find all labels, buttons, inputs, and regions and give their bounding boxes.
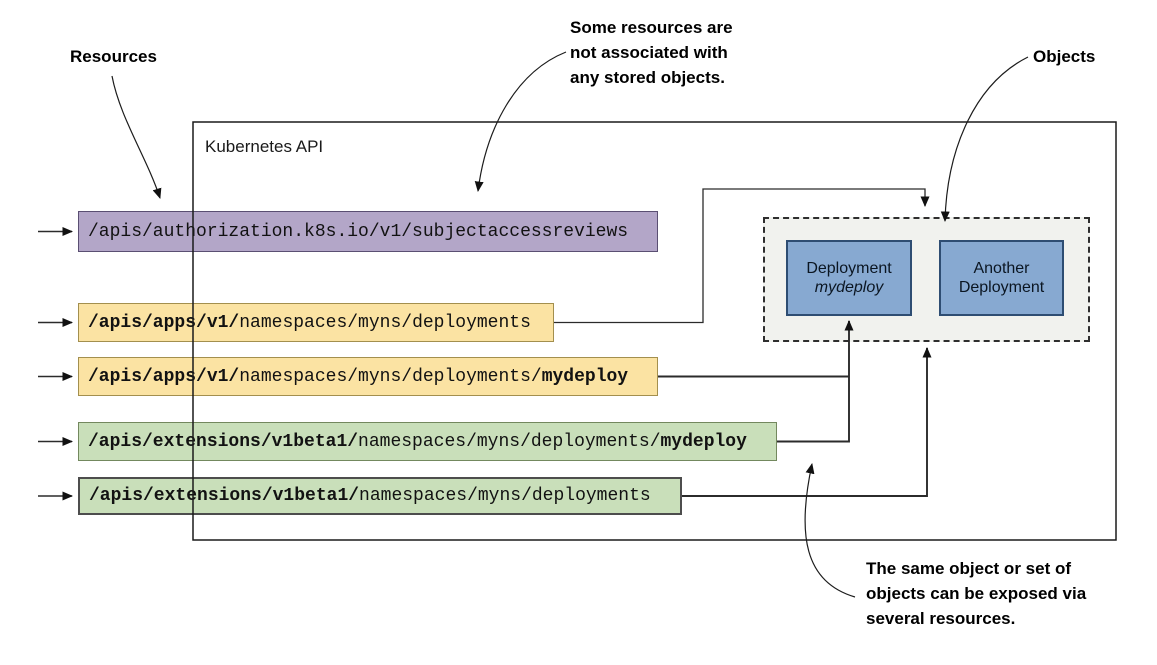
resources-label: Resources <box>70 47 157 66</box>
objects-label: Objects <box>1033 47 1096 66</box>
resource-path-segment: mydeploy <box>660 431 747 452</box>
resource-path-segment: mydeploy <box>541 366 629 387</box>
kubernetes-api-box-label: Kubernetes API <box>205 137 324 156</box>
shared-objects-note-arrow <box>804 463 856 598</box>
resource-path-segment: /apis/apps/v1/ <box>88 366 240 387</box>
object-kind: Another <box>973 260 1030 277</box>
shared-objects-note: The same object or set of objects can be… <box>866 559 1087 628</box>
no-stored-objects-note: Some resources are not associated with a… <box>570 18 733 87</box>
resource-path-segment: /apis/authorization.k8s.io/v1/subjectacc… <box>88 221 629 242</box>
resource-bar-apps-v1-deployments-mydeploy: /apis/apps/v1/namespaces/myns/deployment… <box>78 357 658 396</box>
object-box-deployment-mydeploy: Deployment mydeploy <box>786 240 912 316</box>
resource-bar-apps-v1-deployments: /apis/apps/v1/namespaces/myns/deployment… <box>78 303 554 342</box>
resource-path-segment: namespaces/myns/deployments/ <box>239 366 542 387</box>
object-kind: Deployment <box>806 260 892 277</box>
object-box-another-deployment: Another Deployment <box>939 240 1064 316</box>
resource-bar-extensions-v1beta1-deployments: /apis/extensions/v1beta1/namespaces/myns… <box>78 477 682 515</box>
objects-label-arrow <box>940 56 1029 222</box>
resource-path-segment: /apis/extensions/v1beta1/ <box>89 486 360 506</box>
resource-bar-extensions-v1beta1-deployments-mydeploy: /apis/extensions/v1beta1/namespaces/myns… <box>78 422 777 461</box>
no-stored-objects-note-arrow <box>474 51 567 192</box>
resource-path-segment: namespaces/myns/deployments <box>239 312 531 333</box>
resource-path-segment: namespaces/myns/deployments <box>359 486 651 506</box>
resource-path-segment: namespaces/myns/deployments/ <box>358 431 661 452</box>
resource-bar-subjectaccessreviews: /apis/authorization.k8s.io/v1/subjectacc… <box>78 211 658 252</box>
resource-path-segment: /apis/apps/v1/ <box>88 312 240 333</box>
resource-path-segment: /apis/extensions/v1beta1/ <box>88 431 359 452</box>
object-name: mydeploy <box>814 279 884 296</box>
object-kind: Deployment <box>958 279 1045 296</box>
resources-label-arrow <box>111 75 162 199</box>
